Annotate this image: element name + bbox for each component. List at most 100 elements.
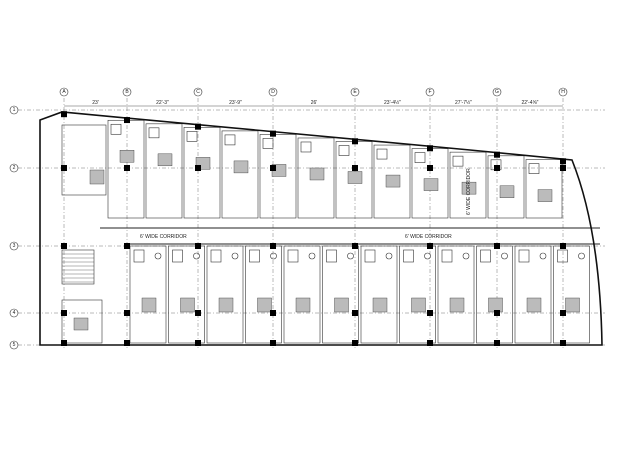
guest-room (61, 299, 103, 344)
guest-room (61, 124, 107, 196)
dimension-label: 22'-3" (156, 100, 169, 106)
grid-row-label: 5 (13, 342, 16, 348)
grid-bubble (492, 87, 502, 97)
grid-bubble (9, 105, 19, 115)
bed-icon (218, 297, 234, 313)
bathroom (186, 131, 198, 142)
column (61, 310, 67, 316)
column (560, 340, 566, 346)
bed-icon (537, 189, 553, 202)
toilet-icon (231, 252, 239, 260)
guest-room (145, 123, 183, 219)
bathroom (148, 127, 160, 139)
grid-column-label: E (353, 89, 357, 95)
column (195, 123, 201, 130)
column (494, 151, 500, 158)
grid-bubble (9, 241, 19, 251)
column (560, 165, 566, 171)
bed-icon (385, 174, 401, 188)
bed-icon (73, 317, 89, 331)
column (124, 340, 130, 346)
grid-bubble (425, 87, 435, 97)
corridor-label: 6' WIDE CORRIDOR (466, 168, 472, 215)
guest-room (245, 245, 282, 344)
grid-bubble (268, 87, 278, 97)
guest-room (437, 245, 475, 344)
grid-bubble (59, 87, 69, 97)
guest-room (259, 134, 297, 219)
bed-icon (309, 167, 325, 181)
column (195, 310, 201, 316)
column (494, 243, 500, 249)
column (352, 310, 358, 316)
column (195, 243, 201, 249)
bed-icon (372, 297, 388, 313)
bathroom (262, 138, 274, 149)
column (270, 130, 276, 137)
guest-room (183, 127, 221, 219)
guest-room (487, 155, 525, 219)
grid-row-label: 2 (13, 165, 16, 171)
guest-room (476, 245, 513, 344)
bed-icon (423, 178, 439, 191)
guest-room (399, 245, 436, 344)
bathroom (480, 249, 491, 263)
column (124, 165, 130, 171)
building-outline (39, 111, 603, 346)
toilet-icon (347, 252, 354, 260)
guest-room (221, 130, 259, 219)
grid-column-label: A (62, 89, 66, 95)
grid-column-label: C (196, 89, 200, 95)
bed-icon (295, 297, 311, 313)
dimension-label: 23' (92, 100, 99, 106)
guest-room (449, 151, 487, 219)
toilet-icon (539, 252, 547, 260)
column (427, 310, 433, 316)
column (61, 111, 67, 118)
bed-icon (257, 297, 272, 313)
bed-icon (499, 185, 515, 199)
grid-bubble (9, 163, 19, 173)
bed-icon (449, 297, 465, 313)
grid-column-label: D (271, 89, 275, 95)
column (61, 243, 67, 249)
bed-icon (565, 297, 580, 313)
bed-icon (526, 297, 542, 313)
rooms (61, 119, 600, 344)
column (270, 165, 276, 171)
bed-icon (157, 153, 173, 167)
grid-bubble (9, 340, 19, 350)
structural-columns (61, 111, 566, 346)
toilet-icon (578, 252, 585, 260)
bathroom (403, 249, 414, 263)
guest-room (525, 159, 563, 219)
bed-icon (334, 297, 349, 313)
guest-room (373, 144, 411, 219)
bathroom (338, 145, 350, 156)
toilet-icon (424, 252, 431, 260)
toilet-icon (385, 252, 393, 260)
bed-icon (180, 297, 195, 313)
bathroom (452, 155, 464, 167)
column (352, 165, 358, 171)
bathroom (224, 134, 236, 146)
guest-room (553, 245, 590, 344)
dimension-label: 27'-7½" (455, 99, 472, 106)
corridor-label: 6' WIDE CORRIDOR (140, 234, 187, 240)
bathroom (441, 249, 453, 263)
bathroom (133, 249, 145, 263)
grid-bubble (122, 87, 132, 97)
column (352, 340, 358, 346)
bed-icon (488, 297, 503, 313)
guest-room (283, 245, 321, 344)
bed-icon (347, 171, 363, 184)
guest-room (322, 245, 359, 344)
dimension-label: 23'-4½" (384, 99, 401, 106)
bed-icon (233, 160, 249, 174)
grid-row-label: 3 (13, 243, 16, 249)
bathroom (414, 152, 426, 163)
bed-icon (411, 297, 426, 313)
guest-room (360, 245, 398, 344)
bathroom (110, 123, 122, 135)
